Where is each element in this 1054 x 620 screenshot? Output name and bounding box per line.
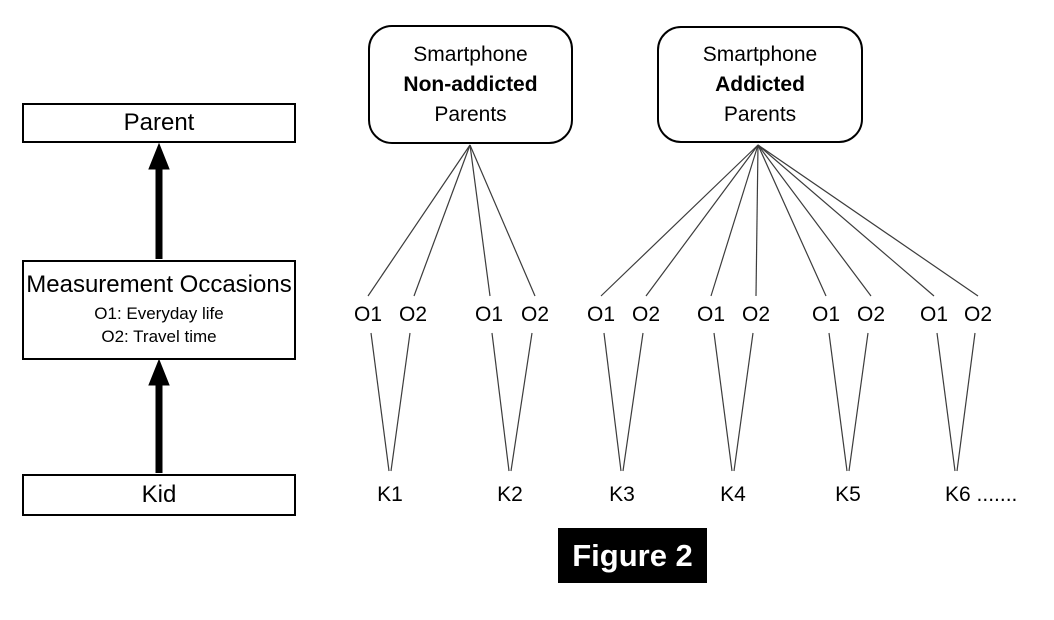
occasion-to-kid-lines [370,332,976,472]
non-addicted-fan-lines [367,144,536,297]
occasion-label: O2 [631,303,661,326]
figure-caption-text: Figure 2 [572,537,693,573]
occasion-label: O1 [586,303,616,326]
non-addicted-line2: Non-addicted [403,72,538,96]
non-addicted-line3: Parents [434,102,507,126]
measurement-occasions-title: Measurement Occasions [26,271,292,299]
addicted-parents-box: Smartphone Addicted Parents [657,26,863,143]
kid-label: K4 [720,483,746,506]
occasion-label: O2 [856,303,886,326]
kid-label: K3 [609,483,635,506]
occasion2-description: O2: Travel time [101,326,217,346]
figure-caption: Figure 2 [558,528,707,583]
occasion-label: O1 [353,303,383,326]
up-arrow-kid-to-occasions [148,358,170,473]
up-arrow-occasions-to-parent [148,142,170,259]
occasion-label: O1 [919,303,949,326]
occasion-label: O1 [696,303,726,326]
occasion-label: O1 [811,303,841,326]
addicted-fan-lines [600,144,979,297]
occasion-label: O2 [398,303,428,326]
occasion1-description: O1: Everyday life [94,303,224,323]
kid-box-label: Kid [141,481,177,509]
addicted-line1: Smartphone [702,42,818,66]
occasion-label: O2 [741,303,771,326]
occasion-label: O1 [474,303,504,326]
occasion-label: O2 [963,303,993,326]
addicted-line2: Addicted [715,72,805,96]
addicted-line3: Parents [723,102,797,126]
parent-box: Parent [22,103,296,143]
kid-label: K6 ....... [945,483,1018,506]
measurement-occasions-box: Measurement Occasions O1: Everyday life … [22,260,296,360]
parent-box-label: Parent [123,109,195,137]
occasion-label: O2 [520,303,550,326]
kid-box: Kid [22,474,296,516]
non-addicted-parents-box: Smartphone Non-addicted Parents [368,25,573,144]
non-addicted-line1: Smartphone [413,42,528,66]
kid-label: K1 [377,483,403,506]
kid-label: K2 [497,483,523,506]
kid-label: K5 [835,483,861,506]
